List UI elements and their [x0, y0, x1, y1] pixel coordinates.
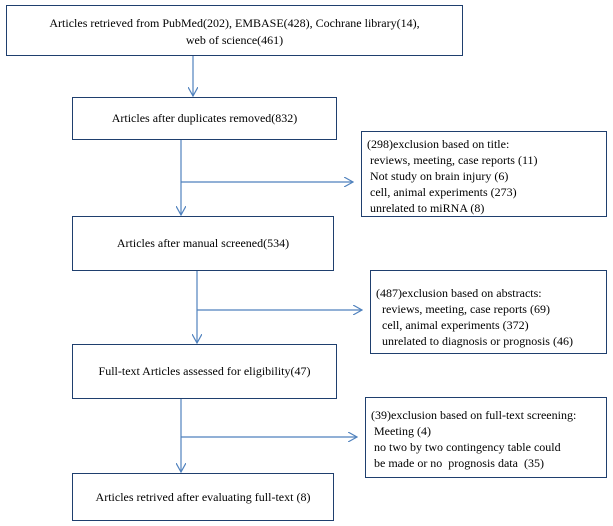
box-fulltext-exclusion: (39)exclusion based on full-text screeni… — [365, 397, 607, 478]
title-exclusion-item: cell, animal experiments (273) — [367, 185, 517, 199]
box-title-exclusion: (298)exclusion based on title: reviews, … — [361, 131, 607, 217]
title-exclusion-item: Not study on brain injury (6) — [367, 169, 509, 183]
abstracts-exclusion-item: unrelated to diagnosis or prognosis (46) — [376, 334, 573, 348]
box-abstracts-exclusion: (487)exclusion based on abstracts: revie… — [370, 270, 607, 354]
eligibility-text: Full-text Articles assessed for eligibil… — [98, 364, 311, 378]
fulltext-exclusion-item: Meeting (4) — [371, 424, 431, 438]
abstracts-exclusion-heading: (487)exclusion based on abstracts: — [376, 286, 542, 300]
title-exclusion-heading: (298)exclusion based on title: — [367, 137, 510, 151]
box-manual-screened: Articles after manual screened(534) — [72, 216, 334, 271]
title-exclusion-item: reviews, meeting, case reports (11) — [367, 153, 538, 167]
box-articles-retrieved: Articles retrieved from PubMed(202), EMB… — [6, 5, 463, 56]
box-duplicates-removed: Articles after duplicates removed(832) — [72, 97, 337, 140]
fulltext-exclusion-item: no two by two contingency table could — [371, 440, 561, 454]
fulltext-exclusion-heading: (39)exclusion based on full-text screeni… — [371, 408, 577, 422]
box-eligibility: Full-text Articles assessed for eligibil… — [72, 344, 337, 399]
retrieved-line-1: Articles retrieved from PubMed(202), EMB… — [49, 16, 420, 30]
manual-screened-text: Articles after manual screened(534) — [116, 236, 290, 250]
abstracts-exclusion-item: cell, animal experiments (372) — [376, 318, 529, 332]
final-included-text: Articles retrived after evaluating full-… — [95, 490, 311, 504]
duplicates-removed-text: Articles after duplicates removed(832) — [111, 111, 298, 125]
abstracts-exclusion-item: reviews, meeting, case reports (69) — [376, 302, 550, 316]
title-exclusion-item: unrelated to miRNA (8) — [367, 201, 485, 215]
box-final-included: Articles retrived after evaluating full-… — [72, 473, 334, 521]
fulltext-exclusion-item: be made or no prognosis data (35) — [371, 456, 544, 470]
retrieved-line-2: web of science(461) — [185, 33, 284, 47]
